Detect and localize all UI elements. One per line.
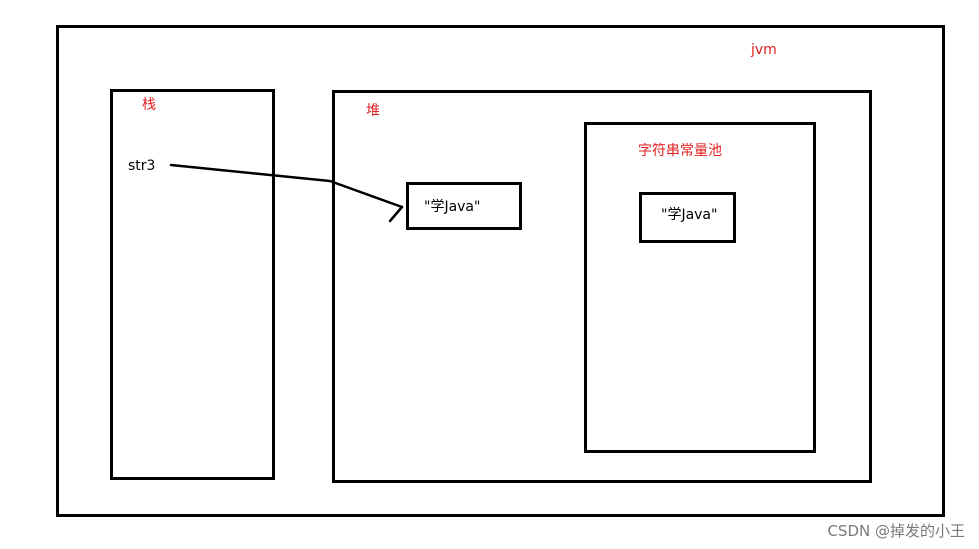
string-pool-literal-box [639,192,736,243]
heap-box [332,90,872,483]
stack-label: 栈 [142,97,156,113]
stack-box [110,89,275,480]
jvm-box [56,25,945,517]
heap-label: 堆 [366,103,380,119]
string-pool-label: 字符串常量池 [638,143,722,159]
string-pool-box [584,122,816,453]
stack-variable-str3: str3 [128,158,156,174]
string-pool-literal-value: "学Java" [661,207,718,223]
jvm-label: jvm [751,42,777,58]
heap-object-box [406,182,522,230]
watermark-text: CSDN @掉发的小王 [827,522,965,540]
heap-object-value: "学Java" [424,199,481,215]
